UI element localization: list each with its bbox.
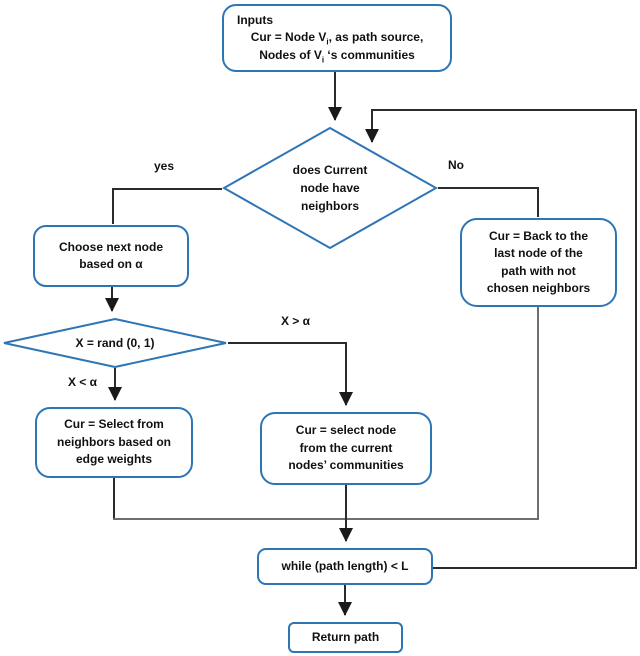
edge-label-x-gt-alpha: X > α [280,314,311,328]
node-backtrack: Cur = Back to the last node of the path … [460,218,617,307]
inputs-heading: Inputs [237,12,273,27]
decision-has-neighbors: does Current node have neighbors [221,126,439,250]
edge-label-no: No [448,158,464,172]
node-select-neighbors: Cur = Select from neighbors based on edg… [35,407,193,478]
inputs-line1: Cur = Node Vi, as path source, [250,30,424,47]
inputs-line2: Nodes of Vi ‘s communities [259,47,415,65]
node-return: Return path [288,622,403,653]
diamond-shape [221,126,439,250]
decision-has-neighbors-label: does Current node have neighbors [292,163,368,213]
decision-rand-label: X = rand (0, 1) [75,336,155,350]
edge-x-gt-alpha [228,342,353,406]
node-select-community: Cur = select node from the current nodes… [260,412,432,485]
node-while: while (path length) < L [257,548,433,585]
node-choose-next: Choose next node based on α [33,225,189,287]
edge-while-loopback-to-decision [365,109,637,569]
decision-rand: X = rand (0, 1) [2,317,228,369]
edge-label-x-lt-alpha: X < α [67,375,98,389]
edge-no-to-backtrack [438,187,539,217]
edge-label-yes: yes [153,159,175,173]
edge-yes-to-choose-next [112,188,222,224]
diamond-shape [3,317,227,369]
node-inputs: Inputs Cur = Node Vi, as path source, No… [222,4,452,72]
